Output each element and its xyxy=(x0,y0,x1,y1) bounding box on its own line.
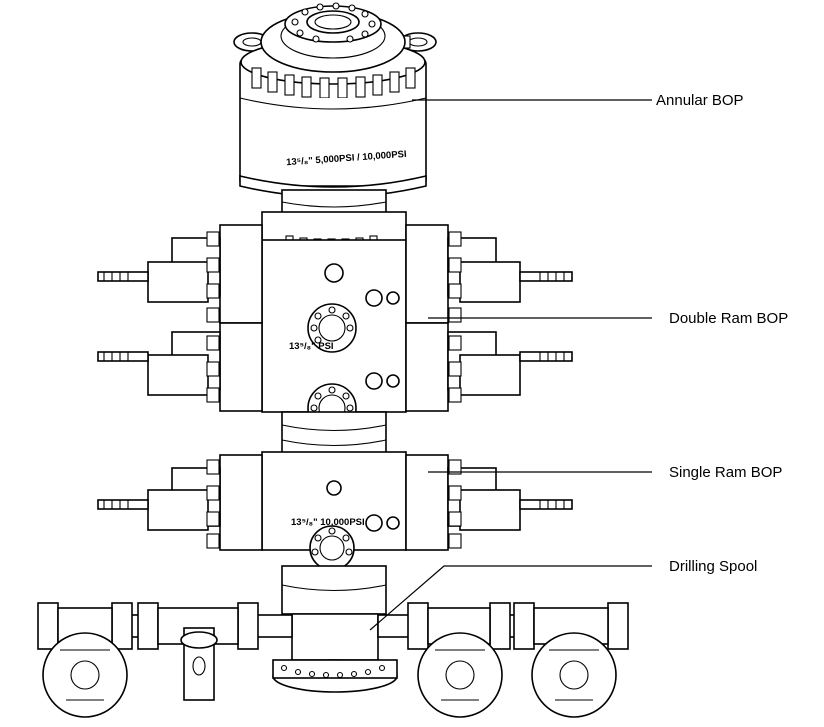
double-ram-ports xyxy=(365,289,400,390)
double-ram-bop-label: Double Ram BOP xyxy=(669,310,788,327)
single-ram-lock-screw-left xyxy=(97,499,149,510)
lid-bolts xyxy=(251,67,416,99)
double-ram-lock-screw-left-upper xyxy=(97,271,149,282)
gate-valve-right-inner xyxy=(407,602,511,718)
single-ram-ports xyxy=(365,514,400,532)
double-ram-bop: 13⁵/₈" PSI xyxy=(97,211,573,433)
top-flange-bolts xyxy=(291,2,376,43)
drilling-spool-label: Drilling Spool xyxy=(669,558,757,575)
annular-bop-label: Annular BOP xyxy=(656,92,744,109)
double-ram-lock-screw-right-lower xyxy=(519,351,573,362)
double-ram-lock-screw-right-upper xyxy=(519,271,573,282)
ram-adapter-spool xyxy=(281,411,387,455)
drilling-spool-leader-line xyxy=(369,565,652,631)
gate-valve-left-inner xyxy=(137,602,259,701)
drilling-spool-flange-bolts xyxy=(280,664,386,679)
annular-bop: 13⁵/₈" 5,000PSI / 10,000PSI xyxy=(233,2,437,198)
gate-valve-left-outer xyxy=(37,602,133,718)
gate-valve-right-outer xyxy=(513,602,629,718)
double-ram-lock-screw-left-lower xyxy=(97,351,149,362)
annular-adapter-spool xyxy=(281,189,387,215)
single-ram-bop-label: Single Ram BOP xyxy=(669,464,782,481)
single-ram-side-outlet xyxy=(309,525,355,571)
double-ram-side-outlet-upper xyxy=(307,303,357,353)
double-ram-rating-stamp: 13⁵/₈" PSI xyxy=(289,341,334,352)
single-ram-bop: 13⁵/₈" 10,000PSI xyxy=(97,451,573,571)
single-ram-rating-stamp: 13⁵/₈" 10,000PSI xyxy=(291,517,365,528)
single-ram-lock-screw-right xyxy=(519,499,573,510)
